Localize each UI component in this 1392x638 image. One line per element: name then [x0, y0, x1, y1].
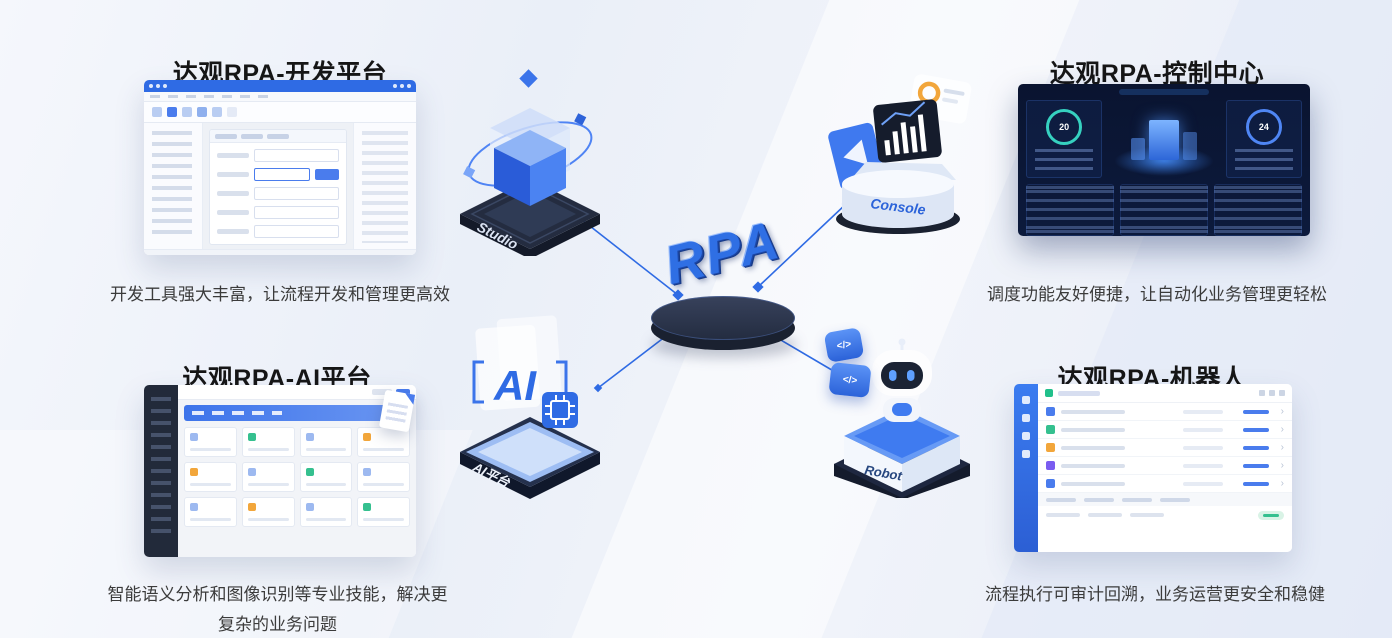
mock-table-column — [1120, 184, 1208, 236]
skill-card — [299, 462, 353, 492]
mock-activity-tree — [144, 123, 203, 249]
mock-window-controls — [1259, 390, 1285, 396]
skill-card — [241, 462, 295, 492]
mock-table-column — [1026, 184, 1114, 236]
mock-panel-tabs — [210, 130, 346, 143]
skill-card — [357, 427, 410, 457]
mock-stat-lines — [1234, 149, 1293, 171]
dev-platform-caption: 开发工具强大丰富，让流程开发和管理更高效 — [110, 285, 450, 304]
robot-icon: Robot — [834, 338, 970, 500]
mock-toolbar — [144, 102, 416, 123]
code-bubble-icon: </> — [823, 327, 865, 363]
node-console: Console — [820, 66, 975, 242]
ai-panel-text: AI — [493, 362, 537, 409]
mock-city-visual — [1108, 100, 1219, 178]
process-list-row: › — [1038, 475, 1292, 493]
node-studio: Studio — [448, 66, 613, 259]
app-logo — [1045, 389, 1053, 397]
mock-dashboard-main: 20 24 — [1018, 100, 1310, 178]
mock-statusbar — [144, 249, 416, 255]
mock-topbar — [1038, 384, 1292, 403]
mock-window-dots — [149, 84, 167, 88]
robot-caption: 流程执行可审计回溯，业务运营更安全和稳健 — [985, 585, 1325, 604]
mock-content: › › › › › — [1038, 384, 1292, 552]
building-icon — [1130, 120, 1197, 160]
mock-body — [144, 123, 416, 249]
mock-left-gauge-panel: 20 — [1026, 100, 1103, 178]
console-icon: Console — [828, 74, 972, 234]
node-ai-platform: AI AI平台 — [448, 310, 613, 500]
skill-card — [241, 497, 295, 527]
process-list-row: › — [1038, 403, 1292, 421]
rpa-hub: RPA — [645, 210, 800, 366]
mock-dashboard-tables — [1018, 178, 1310, 236]
mock-properties-panel — [353, 123, 416, 249]
execution-record-row — [1038, 506, 1292, 524]
studio-icon: Studio — [460, 69, 600, 259]
skill-card — [357, 462, 410, 492]
mock-topbar — [178, 385, 416, 400]
mock-window-controls — [393, 84, 411, 88]
hub-disc-top — [651, 296, 795, 340]
skill-card — [184, 427, 237, 457]
mock-table-column — [1214, 184, 1302, 236]
mock-sidebar — [144, 385, 178, 557]
code-bubble-icon: </> — [828, 361, 872, 399]
hub-rpa-label: RPA — [658, 209, 787, 297]
ai-platform-caption: 智能语义分析和图像识别等专业技能，解决更复杂的业务问题 — [107, 585, 448, 634]
mock-section-header — [1038, 493, 1292, 506]
gauge-right-value: 24 — [1245, 109, 1282, 145]
dev-platform-screenshot — [144, 80, 416, 255]
skill-card — [299, 427, 353, 457]
node-robot: Robot — [822, 322, 982, 500]
mock-stat-lines — [1035, 149, 1094, 171]
process-list-row: › — [1038, 439, 1292, 457]
mock-canvas — [203, 123, 353, 249]
mock-menubar — [144, 92, 416, 102]
mock-titlebar — [144, 80, 416, 92]
mock-content — [178, 385, 416, 557]
skill-card — [299, 497, 353, 527]
control-center-screenshot: 20 24 — [1018, 84, 1310, 236]
status-badge — [1258, 510, 1284, 520]
mock-form-panel — [209, 129, 347, 245]
gauge-left-value: 20 — [1046, 109, 1083, 145]
skill-card — [357, 497, 410, 527]
ai-platform-icon: AI AI平台 — [460, 315, 600, 499]
skill-card — [184, 497, 237, 527]
ai-platform-screenshot — [144, 385, 416, 557]
robot-screenshot: › › › › › — [1014, 384, 1292, 552]
mock-skill-grid — [178, 421, 416, 533]
mock-sidebar — [1014, 384, 1038, 552]
control-center-title: 达观RPA-控制中心 — [1049, 59, 1265, 88]
mock-banner — [184, 405, 410, 421]
process-list-row: › — [1038, 457, 1292, 475]
mock-dashboard-header — [1018, 84, 1310, 100]
control-center-caption: 调度功能友好便捷，让自动化业务管理更轻松 — [987, 285, 1327, 304]
skill-card — [241, 427, 295, 457]
skill-card — [184, 462, 237, 492]
console-label: Console — [870, 195, 927, 218]
robot-label: Robot — [863, 462, 903, 483]
mock-right-gauge-panel: 24 — [1225, 100, 1302, 178]
mock-title-bar — [1058, 390, 1100, 396]
process-list-row: › — [1038, 421, 1292, 439]
